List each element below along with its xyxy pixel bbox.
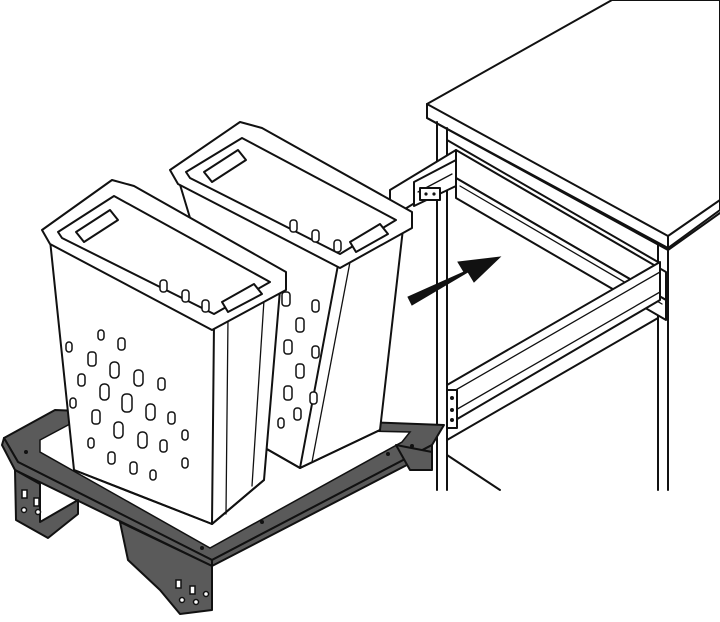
drawer-slide: [389, 149, 667, 429]
insertion-arrow: [407, 256, 502, 306]
basket-holes-back: [277, 219, 342, 429]
basket-holes-front: [65, 279, 210, 481]
laundry-basket-front: [41, 179, 287, 525]
laundry-basket-back: [169, 121, 413, 469]
